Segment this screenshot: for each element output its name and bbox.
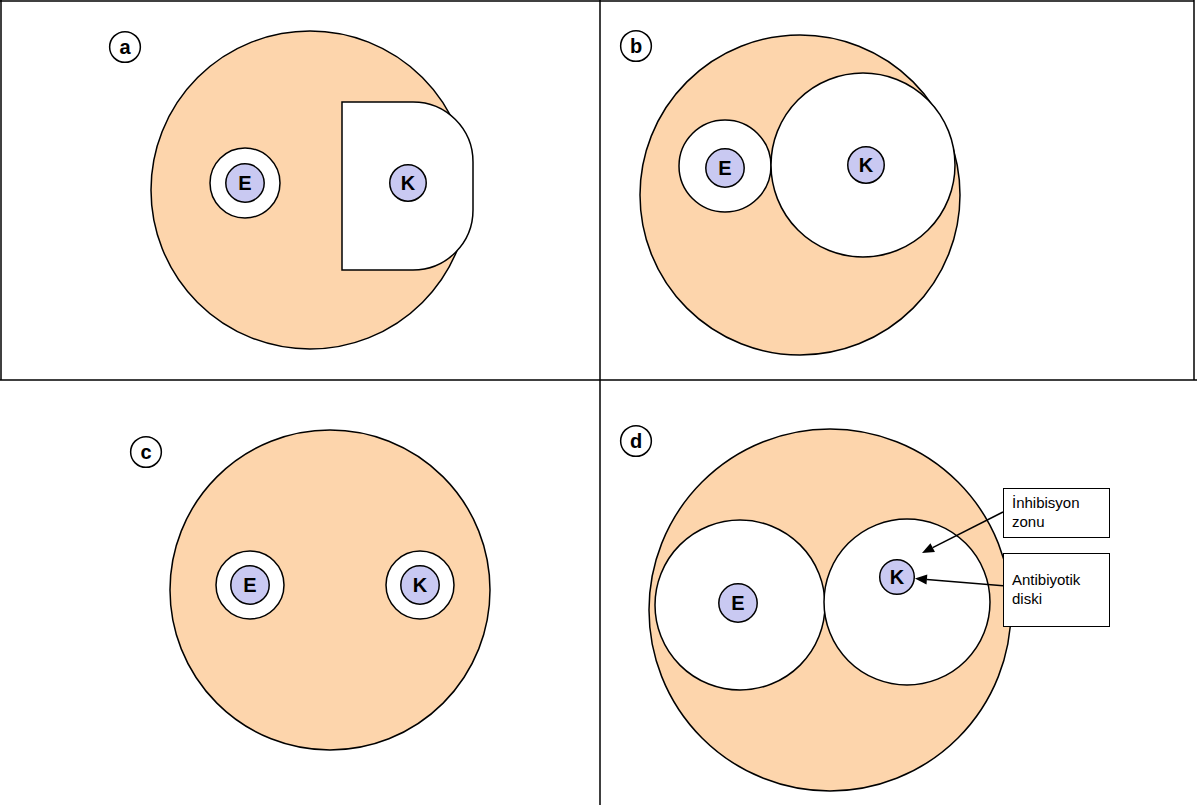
callout-text: Antibiyotik diski [1012, 571, 1101, 609]
disc-label: E [718, 158, 731, 178]
petri-dish [649, 429, 1011, 791]
disc-label: K [401, 173, 415, 193]
callout-box: Antibiyotik diski [1003, 553, 1110, 627]
antibiotic-disc: E [230, 565, 270, 605]
antibiotic-disc: E [225, 163, 265, 203]
panel-letter: b [620, 30, 652, 62]
callout-text: İnhibisyon zonu [1012, 494, 1101, 532]
petri-dish [170, 430, 490, 750]
inhibition-zone [386, 551, 454, 619]
antibiotic-disc: E [705, 148, 745, 188]
inhibition-zone [216, 551, 284, 619]
inhibition-zone [210, 148, 280, 218]
disc-label: E [238, 173, 251, 193]
antibiotic-disc: K [400, 565, 440, 605]
panel-letter: c [130, 436, 162, 468]
inhibition-zone [342, 102, 473, 270]
disc-label: K [413, 575, 427, 595]
antibiotic-disc: K [847, 146, 885, 184]
leader-arrow [922, 512, 1003, 553]
callout-arrow [915, 574, 1003, 585]
disc-label: E [731, 593, 744, 613]
antibiotic-disc: E [718, 583, 758, 623]
inhibition-zone [679, 120, 771, 212]
petri-dish [640, 35, 960, 355]
panel-letter-text: b [630, 36, 642, 56]
callout-box: İnhibisyon zonu [1003, 488, 1110, 538]
antibiotic-disc: K [389, 164, 427, 202]
disc-label: K [859, 155, 873, 175]
panel-letter: a [109, 31, 141, 63]
inhibition-zone [655, 520, 825, 690]
panel-letter-text: c [140, 442, 151, 462]
inhibition-zone [771, 73, 955, 257]
disc-label: E [243, 575, 256, 595]
antibiotic-disc: K [879, 559, 915, 595]
panel-letter-text: d [630, 431, 642, 451]
petri-dish [151, 31, 469, 349]
panel-letter-text: a [119, 37, 130, 57]
disc-label: K [890, 567, 904, 587]
inhibition-zone [824, 519, 990, 685]
panel-letter: d [620, 425, 652, 457]
